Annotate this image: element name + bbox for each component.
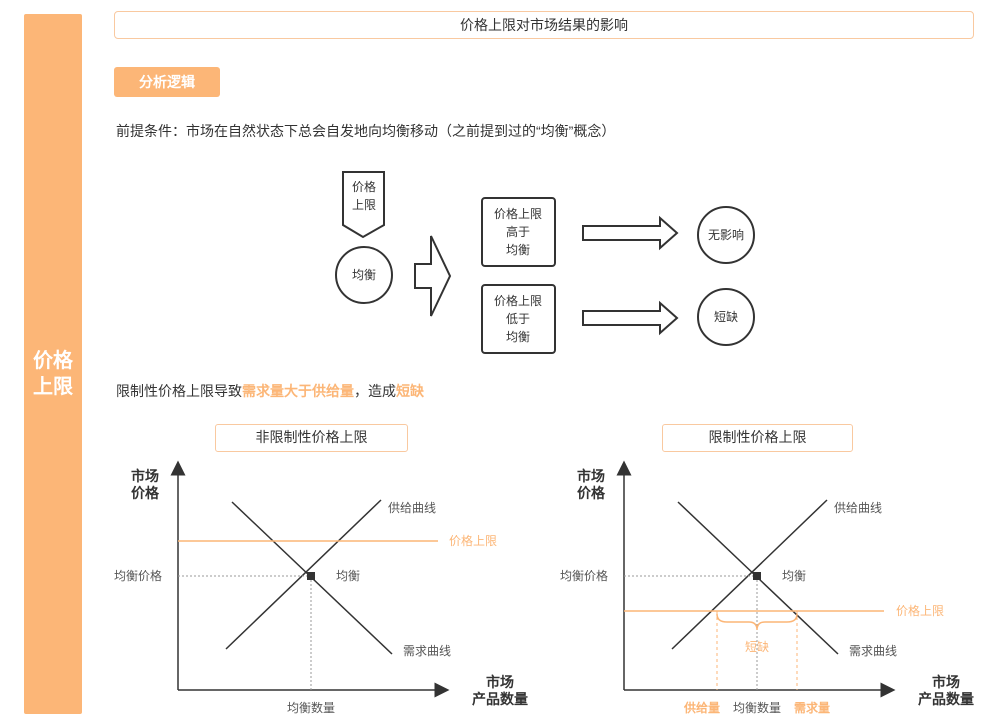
left-chart-title: 非限制性价格上限: [215, 424, 408, 452]
ceiling-arrow-line1: 价格: [352, 179, 376, 194]
right-eq-price-label: 均衡价格: [560, 568, 608, 583]
fork-arrow: [414, 235, 452, 317]
right-chart-title: 限制性价格上限: [662, 424, 853, 452]
section-badge: 分析逻辑: [114, 67, 220, 97]
right-eq-label: 均衡: [782, 569, 806, 583]
conclusion-highlight-1: 需求量大于供给量: [242, 383, 354, 399]
right-demand-label: 需求曲线: [849, 644, 897, 658]
right-y-axis-label-2: 价格: [577, 485, 606, 501]
equilibrium-node: [335, 246, 393, 304]
left-y-axis-label-1: 市场: [131, 468, 159, 484]
left-y-axis-label-2: 价格: [131, 485, 160, 501]
right-y-axis-label-1: 市场: [577, 468, 605, 484]
ceiling-arrow-line2: 上限: [352, 198, 376, 212]
sidebar-title-line1: 价格: [33, 350, 73, 372]
conclusion-text: 限制性价格上限导致需求量大于供给量，造成短缺: [116, 381, 424, 401]
left-eq-qty-label: 均衡数量: [287, 700, 335, 715]
case-above-box: [481, 197, 556, 267]
sidebar-title: 价格 上限: [24, 348, 82, 400]
premise-text: 前提条件：市场在自然状态下总会自发地向均衡移动（之前提到过的“均衡”概念）: [116, 123, 616, 139]
ceiling-arrow: [342, 171, 385, 239]
left-eq-label: 均衡: [336, 569, 360, 583]
case-below-line1: 价格上限: [494, 293, 542, 308]
left-ceiling-label: 价格上限: [449, 533, 497, 548]
shortage-label: 短缺: [745, 639, 769, 654]
case-below-box: [481, 284, 556, 354]
left-eq-price-label: 均衡价格: [114, 568, 162, 583]
right-qd-label: 需求量: [794, 700, 830, 715]
result-no-effect-node: [697, 206, 755, 264]
right-eq-qty-label: 均衡数量: [733, 700, 781, 715]
case-above-line1: 价格上限: [494, 206, 542, 221]
left-x-axis-label-2: 产品数量: [472, 691, 528, 707]
conclusion-part1: 限制性价格上限导致: [116, 383, 242, 399]
right-x-axis-label-2: 产品数量: [918, 691, 974, 707]
right-x-axis-label-1: 市场: [932, 674, 960, 690]
case-below-line2: 低于: [506, 312, 530, 326]
result-shortage-node: [697, 288, 755, 346]
conclusion-part3: ，造成: [354, 383, 396, 399]
arrow-to-shortage: [582, 300, 679, 336]
sidebar: 价格 上限: [24, 14, 82, 714]
result-shortage-label: 短缺: [714, 309, 738, 324]
right-supply-curve: [671, 499, 828, 650]
left-demand-label: 需求曲线: [403, 644, 451, 658]
arrow-to-no-effect: [582, 215, 679, 251]
left-equilibrium-point: [307, 572, 315, 580]
page-title: 价格上限对市场结果的影响: [114, 11, 974, 39]
equilibrium-node-label: 均衡: [352, 268, 376, 282]
right-equilibrium-point: [753, 572, 761, 580]
left-supply-curve: [225, 499, 382, 650]
right-qs-label: 供给量: [683, 700, 720, 715]
result-no-effect-label: 无影响: [708, 227, 744, 242]
left-supply-label: 供给曲线: [388, 501, 436, 515]
sidebar-title-line2: 上限: [33, 376, 73, 398]
right-supply-label: 供给曲线: [834, 501, 882, 515]
case-below-line3: 均衡: [506, 330, 530, 344]
right-ceiling-label: 价格上限: [896, 603, 944, 618]
case-above-line2: 高于: [506, 224, 530, 239]
left-x-axis-label-1: 市场: [486, 674, 514, 690]
shortage-brace: [716, 613, 798, 631]
case-above-line3: 均衡: [506, 243, 530, 257]
conclusion-highlight-2: 短缺: [396, 383, 424, 399]
